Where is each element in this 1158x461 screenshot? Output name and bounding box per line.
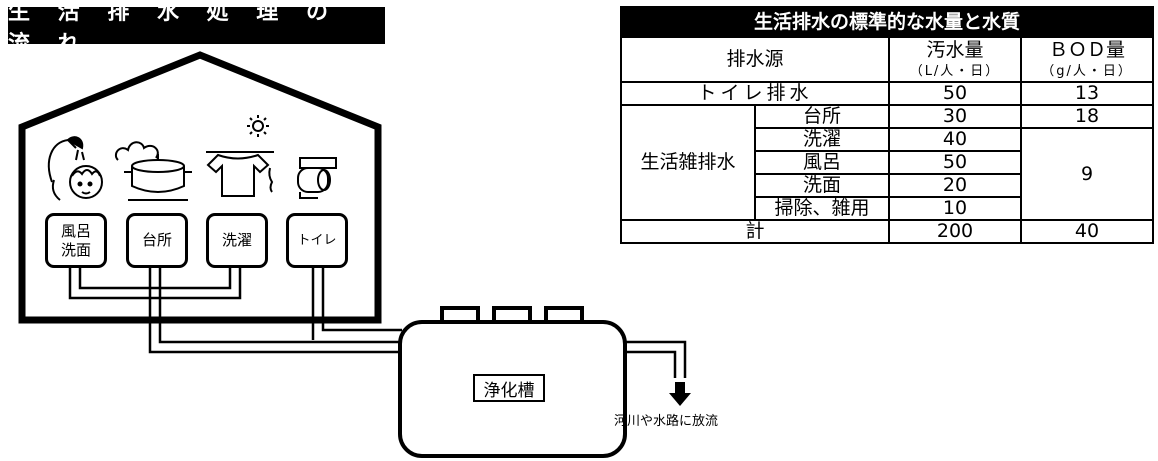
cooking-pot-icon [114,141,192,201]
table-row: 洗面 20 [621,173,1153,198]
misc-group-label: 生活雑排水 [620,104,756,221]
toilet-paper-icon [297,157,337,199]
room-label-toilet-text: トイレ [297,233,337,248]
table-row: 洗濯 40 9 [621,127,1155,221]
room-label-laundry-text: 洗濯 [221,231,252,249]
header-source: 排水源 [620,36,890,83]
header-water-unit: （L/人・日） [909,64,1001,79]
table-title: 生活排水の標準的な水量と水質 [619,6,1155,38]
row-toilet-water: 50 [888,81,1022,106]
table-row: 生活雑排水 台所 30 18 [620,104,1155,221]
room-label-toilet: トイレ [286,213,348,268]
row-cleaning-water: 10 [888,196,1022,221]
row-total-water: 200 [888,219,1022,244]
row-toilet-bod: 13 [1019,81,1155,106]
discharge-arrow-icon [669,382,691,406]
drain-pipes [68,268,687,378]
laundry-sun-icon [206,115,274,197]
header-bod-unit: （g/人・日） [1041,64,1133,79]
header-bod-label: ＢＯＤ量 [1049,39,1126,61]
room-label-kitchen: 台所 [126,213,188,268]
row-bath-label: 風呂 [754,150,890,175]
room-label-kitchen-text: 台所 [141,231,172,249]
row-kitchen-bod: 18 [1019,104,1155,129]
row-kitchen-water: 30 [888,104,1022,129]
row-kitchen-label: 台所 [754,104,890,129]
table-row: 掃除、雑用 10 [621,196,1153,221]
room-label-laundry: 洗濯 [206,213,268,268]
row-laundry-label: 洗濯 [754,127,890,152]
header-bod: ＢＯＤ量 （g/人・日） [1019,36,1155,83]
table-row: 風呂 50 [621,150,1153,175]
table-row: トイレ排水 50 13 [620,81,1155,106]
header-water-label: 汚水量 [926,39,984,61]
table-row: 計 200 40 [620,219,1155,244]
room-label-bath-text: 風呂 洗面 [60,221,91,259]
misc-shared-bod: 9 [1019,127,1155,221]
diagram-title: 生 活 排 水 処 理 の 流 れ [8,0,385,57]
row-cleaning-label: 掃除、雑用 [754,196,890,221]
room-label-bath: 風呂 洗面 [45,213,107,268]
row-washbasin-label: 洗面 [754,173,890,198]
septic-tank-label: 浄化槽 [473,374,545,402]
discharge-label: 河川や水路に放流 [614,414,719,429]
row-laundry-water: 40 [888,127,1022,152]
row-toilet-label: トイレ排水 [620,81,890,106]
shower-person-icon [47,136,103,201]
row-total-bod: 40 [1019,219,1155,244]
row-bath-water: 50 [888,150,1022,175]
header-water: 汚水量 （L/人・日） [888,36,1022,83]
row-total-label: 計 [620,219,890,244]
wastewater-table: 生活排水の標準的な水量と水質 排水源 汚水量 （L/人・日） ＢＯＤ量 （g/人… [619,6,1155,244]
house-outline [18,51,382,324]
row-washbasin-water: 20 [888,173,1022,198]
